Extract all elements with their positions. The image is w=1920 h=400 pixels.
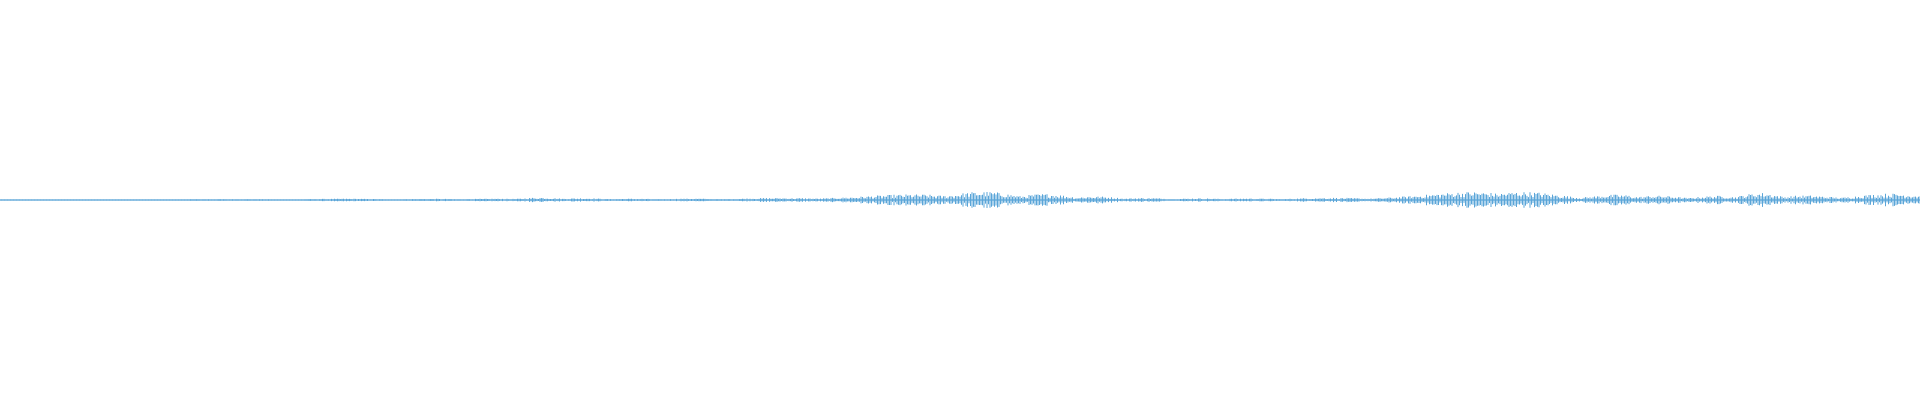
waveform-path <box>0 192 1920 208</box>
waveform-samples <box>0 192 1920 208</box>
